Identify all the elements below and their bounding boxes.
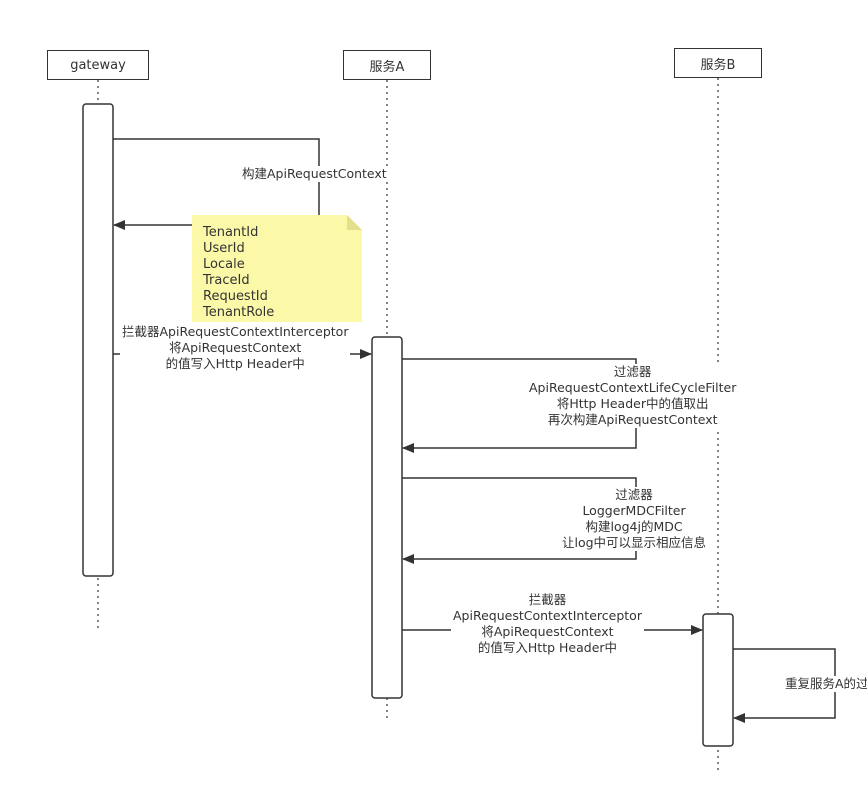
lifecycle-filter-label: 过滤器 ApiRequestContextLifeCycleFilter 将Ht… (527, 364, 739, 428)
repeat-label: 重复服务A的过 (783, 676, 867, 692)
service-a-interceptor-line-1: 拦截器 (528, 592, 567, 607)
service-a-interceptor-line-2: ApiRequestContextInterceptor (453, 608, 642, 623)
participant-service-b: 服务B (674, 48, 762, 78)
lifecycle-filter-line-4: 再次构建ApiRequestContext (547, 412, 718, 427)
mdc-filter-line-3: 构建log4j的MDC (585, 519, 683, 534)
mdc-filter-line-1: 过滤器 (615, 487, 653, 502)
participant-service-a: 服务A (343, 50, 431, 80)
note-line-requestid: RequestId (203, 289, 268, 304)
mdc-filter-label: 过滤器 LoggerMDCFilter 构建log4j的MDC 让log中可以显… (560, 487, 709, 551)
lifecycle-filter-line-2: ApiRequestContextLifeCycleFilter (529, 380, 737, 395)
build-context-label: 构建ApiRequestContext (240, 166, 389, 182)
participant-gateway: gateway (47, 50, 149, 80)
note-box (192, 215, 362, 322)
note-line-tenantid: TenantId (203, 225, 259, 240)
note-line-userid: UserId (203, 241, 245, 256)
note-line-traceid: TraceId (203, 273, 250, 288)
service-a-interceptor-line-4: 的值写入Http Header中 (477, 640, 618, 655)
gateway-interceptor-line-2: 将ApiRequestContext (169, 340, 302, 355)
lifecycle-filter-line-3: 将Http Header中的值取出 (556, 396, 709, 411)
service-a-interceptor-line-3: 将ApiRequestContext (481, 624, 614, 639)
gateway-activation (82, 103, 114, 577)
note-line-tenantrole: TenantRole (203, 305, 275, 320)
service-b-activation (702, 613, 734, 747)
mdc-filter-line-4: 让log中可以显示相应信息 (562, 535, 707, 550)
note-fold (347, 215, 362, 230)
lifecycle-filter-line-1: 过滤器 (613, 364, 652, 379)
mdc-filter-line-2: LoggerMDCFilter (582, 503, 686, 518)
gateway-interceptor-label: 拦截器ApiRequestContextInterceptor 将ApiRequ… (120, 324, 351, 372)
service-a-interceptor-label: 拦截器 ApiRequestContextInterceptor 将ApiReq… (451, 592, 644, 656)
build-context-arrow (113, 138, 320, 230)
service-a-activation (371, 336, 403, 699)
gateway-interceptor-line-1: 拦截器ApiRequestContextInterceptor (122, 324, 349, 339)
note-line-locale: Locale (203, 257, 245, 272)
gateway-interceptor-line-3: 的值写入Http Header中 (165, 356, 305, 371)
